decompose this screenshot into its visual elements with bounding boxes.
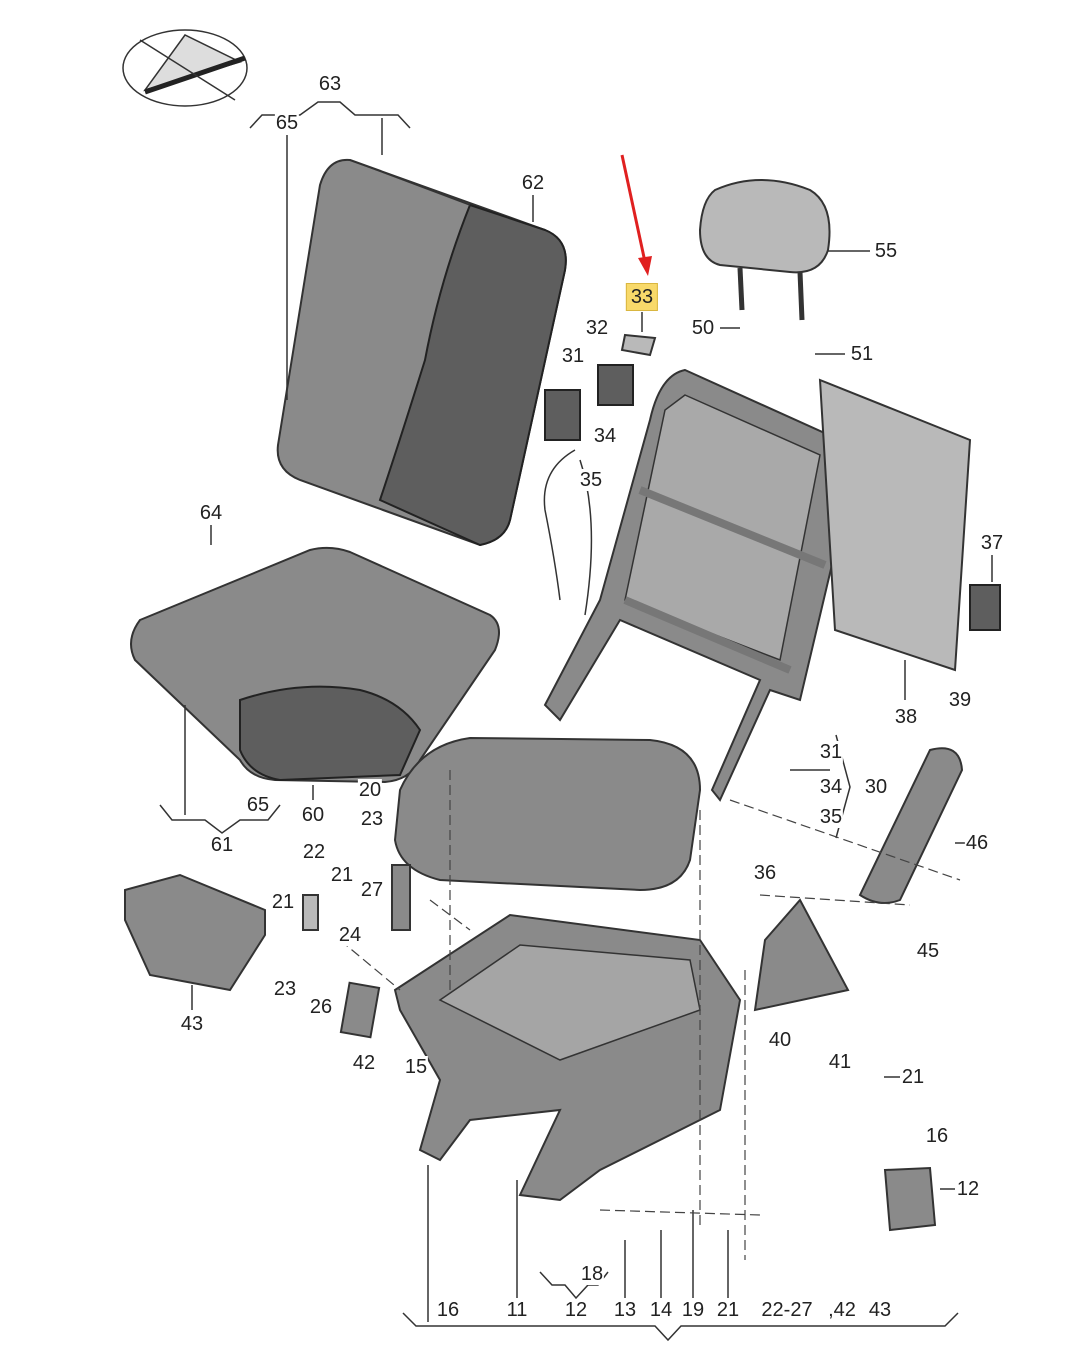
part-42-plate	[339, 981, 381, 1039]
callout-32: 32	[584, 317, 610, 339]
callout-62: 62	[520, 172, 546, 194]
callout-31: 31	[560, 345, 586, 367]
callout-63: 63	[317, 73, 343, 95]
part-46-trim	[858, 747, 964, 905]
callout-37: 37	[979, 532, 1005, 554]
callout-36: 36	[752, 862, 778, 884]
seat-cushion	[130, 546, 500, 784]
callout-55: 55	[873, 240, 899, 262]
callout-40: 40	[767, 1029, 793, 1051]
backrest-frame	[543, 368, 855, 802]
backrest-cushion	[276, 158, 567, 547]
callout-64: 64	[198, 502, 224, 524]
callout-27: 27	[359, 879, 385, 901]
bottom-callout-16: 16	[435, 1299, 461, 1321]
callout-31-group: 31	[818, 741, 844, 763]
callout-38: 38	[893, 706, 919, 728]
part-37-handle	[969, 584, 1001, 631]
callout-65: 65	[274, 112, 300, 134]
bottom-callout-19: 19	[680, 1299, 706, 1321]
bottom-callout-13: 13	[612, 1299, 638, 1321]
callout-21-left: 21	[270, 891, 296, 913]
seat-base-frame	[393, 913, 742, 1202]
callout-23: 23	[359, 808, 385, 830]
callout-65-lower: 65	[245, 794, 271, 816]
callout-35: 35	[578, 469, 604, 491]
callout-46: 46	[964, 832, 990, 854]
callout-30: 30	[863, 776, 889, 798]
part-33-clip	[620, 333, 657, 357]
callout-26: 26	[308, 996, 334, 1018]
callout-35-group: 35	[818, 806, 844, 828]
bottom-callout-22-27: 22-27	[760, 1299, 814, 1321]
callout-45: 45	[915, 940, 941, 962]
part-21-pin	[302, 894, 319, 931]
callout-12: 12	[955, 1178, 981, 1200]
orientation-icon	[122, 29, 248, 107]
bottom-callout-43: 43	[867, 1299, 893, 1321]
callout-15: 15	[403, 1056, 429, 1078]
part-32-block	[597, 364, 634, 406]
bottom-callout-42: ,42	[827, 1299, 857, 1321]
callout-34: 34	[592, 425, 618, 447]
callout-60: 60	[300, 804, 326, 826]
callout-33-highlighted: 33	[625, 283, 659, 311]
seat-pan	[393, 736, 702, 892]
part-40-cover	[753, 898, 850, 1012]
part-12-bracket	[883, 1166, 937, 1232]
callout-23-lower: 23	[272, 978, 298, 1000]
leader-lines	[159, 101, 993, 1342]
callout-42: 42	[351, 1052, 377, 1074]
part-31-latch	[544, 389, 581, 441]
callout-50: 50	[690, 317, 716, 339]
bottom-callout-11: 11	[505, 1299, 529, 1321]
bottom-callout-14: 14	[648, 1299, 674, 1321]
part-43-tray	[124, 873, 266, 992]
callout-22: 22	[301, 841, 327, 863]
callout-43: 43	[179, 1013, 205, 1035]
bottom-callout-12: 12	[563, 1299, 589, 1321]
callout-41: 41	[827, 1051, 853, 1073]
callout-16: 16	[924, 1125, 950, 1147]
callout-18: 18	[579, 1263, 605, 1285]
callout-24: 24	[337, 924, 363, 946]
callout-51: 51	[849, 343, 875, 365]
back-panel	[818, 378, 972, 672]
headrest	[698, 179, 831, 321]
callout-21: 21	[329, 864, 355, 886]
callout-39: 39	[947, 689, 973, 711]
callout-21-right: 21	[900, 1066, 926, 1088]
callout-20: 20	[357, 779, 383, 801]
red-pointer-arrow	[620, 154, 652, 276]
bottom-callout-21: 21	[715, 1299, 741, 1321]
callout-34-group: 34	[818, 776, 844, 798]
part-27-lever	[391, 864, 411, 931]
callout-61: 61	[209, 834, 235, 856]
